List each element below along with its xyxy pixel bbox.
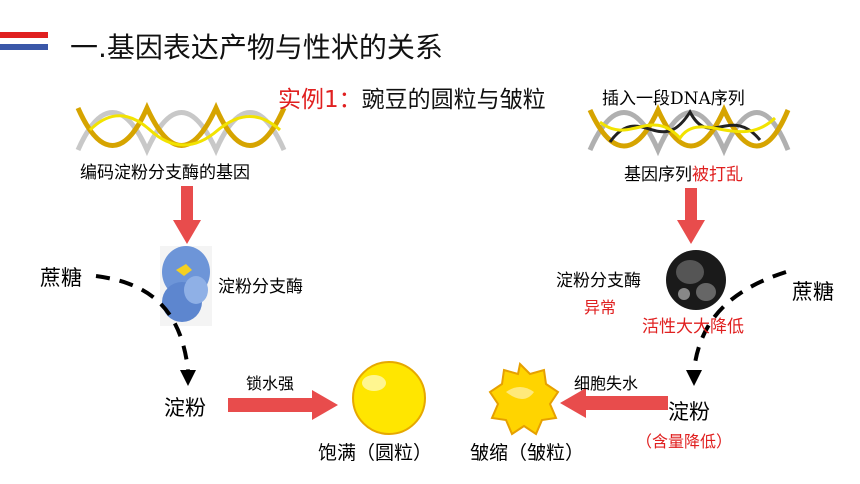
- wrinkled-pea-icon: [488, 361, 560, 436]
- dashed-arrow-right: [692, 270, 787, 371]
- gene-sequence-scrambled: 被打乱: [692, 165, 743, 185]
- round-pea-icon: [352, 361, 426, 435]
- example-subtitle: 实例1：豌豆的圆粒与皱粒: [278, 80, 546, 114]
- dashed-arrow-right-head: [686, 370, 702, 386]
- enzyme-label-right: 淀粉分支酶: [556, 271, 641, 291]
- enzyme-protein-right-icon: [666, 250, 726, 310]
- sucrose-label-right: 蔗糖: [792, 280, 834, 304]
- result-label-left: 饱满（圆粒）: [318, 442, 433, 464]
- dna-helix-left-icon: [75, 101, 287, 157]
- dashed-arrow-left: [95, 274, 190, 371]
- process-label-right: 细胞失水: [574, 374, 639, 393]
- gene-sequence-label: 基因序列被打乱: [624, 160, 743, 185]
- gene-label-left: 编码淀粉分支酶的基因: [80, 163, 250, 183]
- insert-dna-label: 插入一段DNA序列: [602, 89, 745, 109]
- sucrose-label-left: 蔗糖: [40, 266, 82, 290]
- enzyme-abnormal-label: 异常: [584, 298, 617, 317]
- title-bar-red: [0, 32, 48, 38]
- starch-label-right: 淀粉: [668, 400, 710, 424]
- starch-content-note: （含量降低）: [636, 432, 733, 451]
- arrow-gene-to-enzyme-left: [173, 186, 201, 244]
- arrow-gene-to-enzyme-right: [677, 188, 705, 244]
- gene-sequence-text: 基因序列: [624, 165, 692, 185]
- result-label-right: 皱缩（皱粒）: [470, 442, 585, 464]
- dna-helix-right-icon: [587, 104, 791, 157]
- process-label-left: 锁水强: [246, 374, 295, 393]
- arrow-starch-to-round: [228, 390, 338, 420]
- title-bar-blue: [0, 44, 48, 50]
- starch-label-left: 淀粉: [164, 396, 206, 420]
- dashed-arrow-left-head: [180, 370, 196, 386]
- activity-label: 活性大大降低: [642, 317, 744, 337]
- example-label: 实例1：: [278, 87, 362, 113]
- enzyme-label-left: 淀粉分支酶: [218, 277, 303, 297]
- enzyme-protein-left-icon: [160, 246, 212, 326]
- page-title: 一.基因表达产物与性状的关系: [70, 31, 443, 64]
- arrow-starch-to-wrinkled: [560, 388, 668, 418]
- example-text: 豌豆的圆粒与皱粒: [361, 87, 546, 113]
